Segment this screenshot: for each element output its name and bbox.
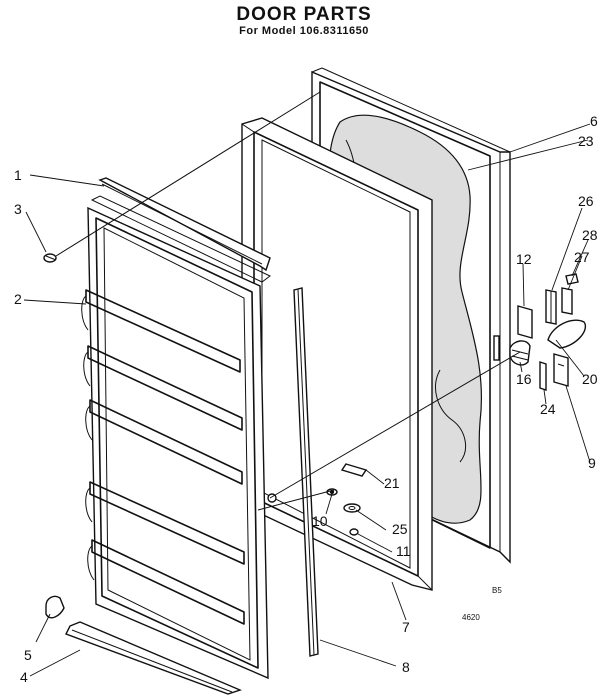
- callout-23: 23: [578, 133, 594, 149]
- part-8-door-gasket: [293, 287, 319, 657]
- callout-8: 8: [402, 659, 410, 675]
- callout-5: 5: [24, 647, 32, 663]
- callout-2: 2: [14, 291, 22, 307]
- part-7-door-liner: [241, 117, 433, 591]
- assembly-lines: [55, 91, 521, 511]
- callout-9: 9: [588, 455, 596, 471]
- part-11-screw: [349, 528, 359, 536]
- callout-21: 21: [384, 475, 400, 491]
- callout-25: 25: [392, 521, 408, 537]
- part-21-bracket: [340, 463, 368, 477]
- part-16-handle-spring: [509, 340, 531, 366]
- part-1-top-trim: [98, 177, 271, 272]
- diagram-title: DOOR PARTS: [236, 4, 372, 25]
- panel-6-hinge-slots: [493, 335, 500, 361]
- part-24-pin: [539, 361, 547, 391]
- callout-6: 6: [590, 113, 598, 129]
- callout-12: 12: [516, 251, 532, 267]
- leader-lines: [23, 123, 591, 677]
- figure-code: 4620: [462, 613, 480, 622]
- callout-4: 4: [20, 669, 28, 685]
- callout-1: 1: [14, 167, 22, 183]
- sheet-code-b5: B5: [492, 586, 502, 595]
- part-4-bottom-trim: [65, 621, 242, 695]
- callout-10: 10: [312, 513, 328, 529]
- part-3-screw: [43, 253, 57, 263]
- part-9-strike-plate: [553, 353, 569, 387]
- callout-16: 16: [516, 371, 532, 387]
- part-2-inner-door-shelves: [81, 195, 277, 680]
- callout-27: 27: [574, 249, 590, 265]
- callout-7: 7: [402, 619, 410, 635]
- part-27-bracket: [561, 287, 573, 315]
- callout-11: 11: [396, 543, 411, 559]
- callout-3: 3: [14, 201, 22, 217]
- part-26-latch: [545, 289, 557, 325]
- part-12-spacer: [517, 305, 533, 339]
- part-20-handle: [547, 319, 587, 349]
- part-5-hinge-cap: [45, 595, 65, 619]
- callout-20: 20: [582, 371, 598, 387]
- callout-24: 24: [540, 401, 556, 417]
- callout-26: 26: [578, 193, 594, 209]
- diagram-subtitle: For Model 106.8311650: [239, 25, 369, 37]
- callout-28: 28: [582, 227, 598, 243]
